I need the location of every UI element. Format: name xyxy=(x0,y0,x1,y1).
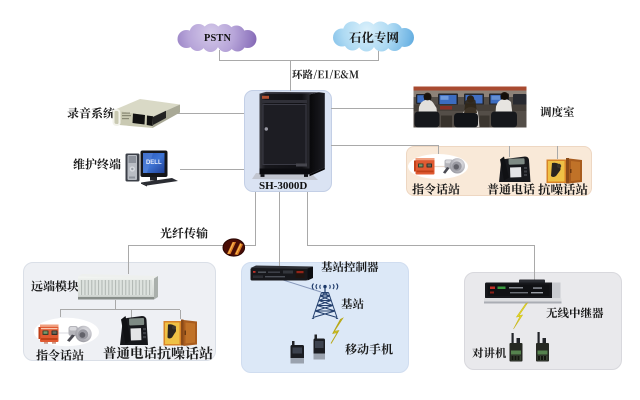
svg-text:DΕLL: DΕLL xyxy=(146,160,162,166)
